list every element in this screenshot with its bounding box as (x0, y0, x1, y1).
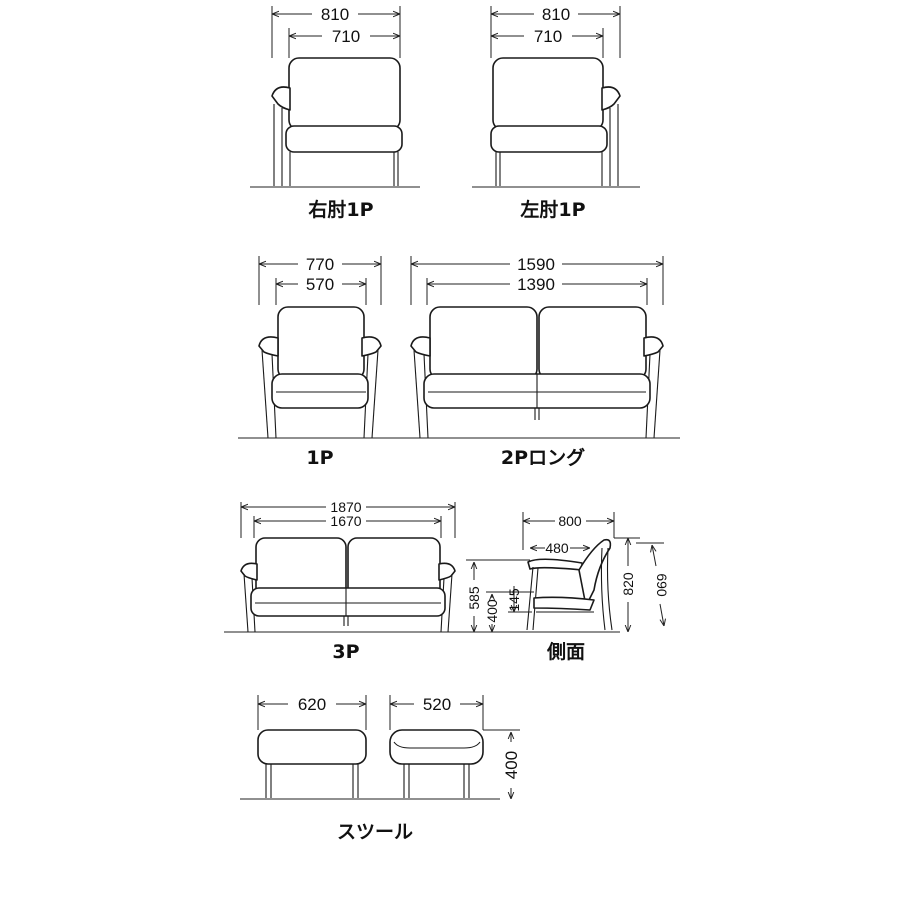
one-p-sofa (258, 306, 382, 439)
two-p-long-sofa (410, 306, 664, 439)
side-view-group: 800 480 820 690 (466, 512, 670, 663)
stool-width: 620 (298, 695, 326, 714)
side-view-label: 側面 (546, 641, 585, 663)
two-p-long-label: 2Pロング (501, 446, 585, 469)
side-arm-height: 585 (466, 586, 482, 610)
side-height: 820 (620, 572, 636, 596)
two-p-long-seat-width: 1390 (517, 275, 555, 294)
stool-front (257, 729, 367, 798)
left-arm-1p-group: 810 710 左肘1P (472, 5, 640, 221)
stool-label: スツール (337, 821, 413, 843)
stool-group: 620 520 400 スツール (240, 695, 521, 843)
stool-side (389, 729, 484, 798)
one-p-overall-width: 770 (306, 255, 334, 274)
side-seat-height: 400 (484, 599, 500, 623)
left-arm-1p-sofa (490, 57, 621, 186)
three-p-overall-width: 1870 (330, 499, 361, 515)
side-view-chair (526, 538, 613, 631)
right-arm-1p-sofa (271, 57, 403, 186)
side-leg-height: 145 (506, 588, 522, 612)
left-arm-1p-label: 左肘1P (520, 198, 585, 221)
right-arm-1p-label: 右肘1P (307, 198, 373, 221)
side-seat-depth: 480 (545, 540, 569, 556)
side-depth: 800 (558, 513, 582, 529)
three-p-label: 3P (332, 641, 359, 663)
right-arm-1p-overall-width: 810 (321, 5, 349, 24)
stool-depth: 520 (423, 695, 451, 714)
three-p-group: 1870 1670 3P (224, 499, 470, 663)
two-p-long-group: 1590 1390 2Pロング (390, 255, 680, 469)
three-p-seat-width: 1670 (330, 513, 361, 529)
right-arm-1p-seat-width: 710 (332, 27, 360, 46)
left-arm-1p-seat-width: 710 (534, 27, 562, 46)
side-back-height: 690 (654, 573, 670, 597)
left-arm-1p-overall-width: 810 (542, 5, 570, 24)
one-p-group: 770 570 1P (238, 255, 400, 469)
right-arm-1p-group: 810 710 右肘1P (250, 5, 420, 221)
two-p-long-overall-width: 1590 (517, 255, 555, 274)
stool-height: 400 (502, 751, 521, 779)
one-p-label: 1P (306, 447, 333, 469)
three-p-sofa (240, 537, 456, 633)
one-p-seat-width: 570 (306, 275, 334, 294)
